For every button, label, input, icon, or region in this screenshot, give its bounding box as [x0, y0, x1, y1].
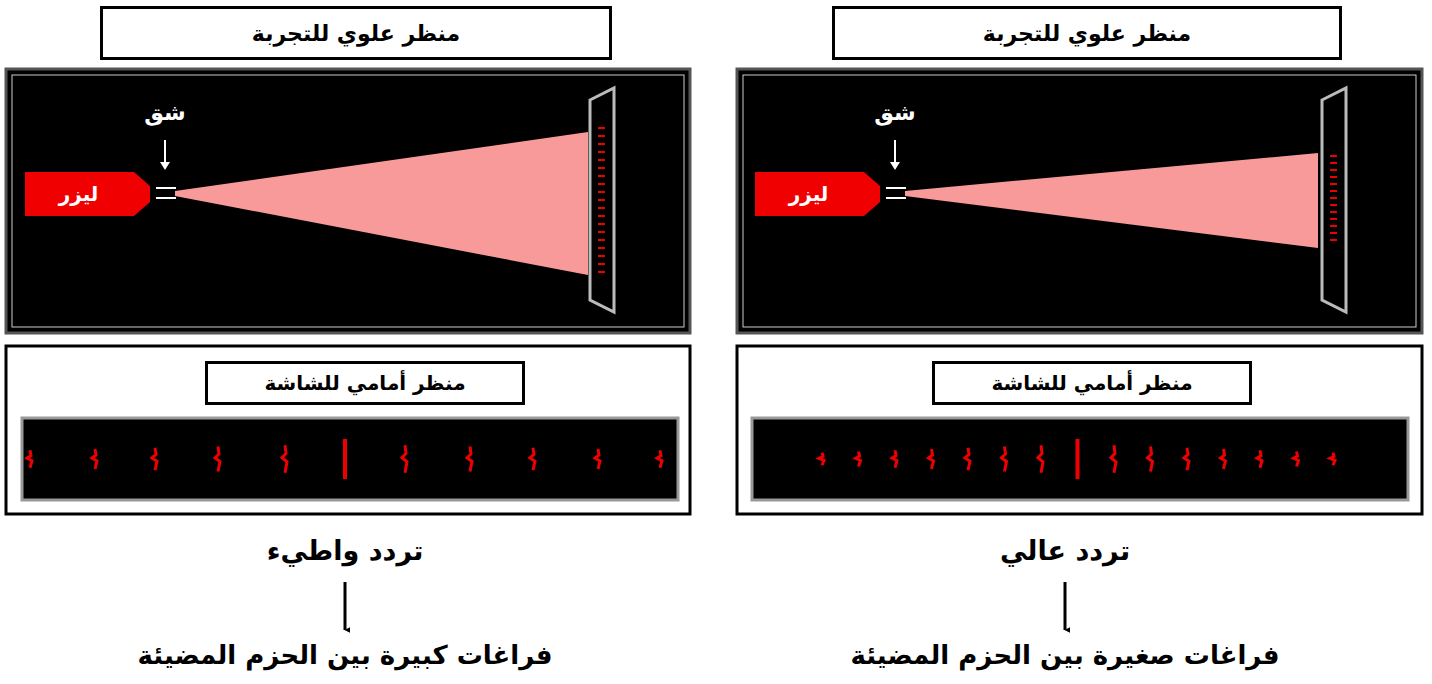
fringe-mark: [598, 183, 605, 185]
fringe-mark: [598, 271, 605, 273]
fringe-mark: [1148, 447, 1153, 472]
fringe-mark: [595, 449, 600, 469]
fringe-mark: [598, 255, 605, 257]
fringe-mark: [282, 445, 287, 473]
fringe-mark: [598, 231, 605, 233]
light-beam: [175, 132, 588, 275]
laser-label: ليزر: [789, 182, 829, 206]
fringe-mark: [402, 445, 407, 473]
front-view-panel: [737, 346, 1422, 514]
fringe-mark: [598, 207, 605, 209]
top-view-panel: [737, 69, 1422, 333]
fringe-mark: [1221, 449, 1226, 469]
laser-label: ليزر: [59, 182, 99, 206]
fringe-mark: [1330, 453, 1335, 466]
down-arrow: [1064, 582, 1067, 630]
fringe-mark: [598, 167, 605, 169]
fringe-mark: [1111, 445, 1116, 473]
fringe-mark: [1330, 197, 1337, 199]
screen-strip: [22, 418, 678, 500]
fringe-mark: [1330, 183, 1337, 185]
view-title: منظر أمامي للشاشة: [991, 371, 1192, 395]
fringe-mark: [598, 175, 605, 177]
down-arrow: [344, 582, 347, 630]
fringe-mark: [1330, 225, 1337, 227]
fringe-mark: [598, 223, 605, 225]
fringe-mark: [598, 127, 605, 129]
fringe-mark: [892, 450, 897, 468]
fringe-mark: [467, 447, 472, 472]
fringe-mark: [598, 151, 605, 153]
fringe-mark: [598, 239, 605, 241]
fringe-mark: [1330, 232, 1337, 234]
fringe-mark: [1038, 445, 1043, 473]
front-view-panel: [6, 346, 690, 514]
result-label: فراغات صغيرة بين الحزم المضيئة: [850, 640, 1279, 670]
result-label: فراغات كبيرة بين الحزم المضيئة: [138, 640, 553, 670]
slit: [886, 187, 906, 189]
fringe-mark: [1076, 439, 1080, 479]
fringe-mark: [1330, 169, 1337, 171]
screen: [1322, 88, 1346, 312]
slit: [156, 187, 176, 189]
fringe-mark: [856, 452, 861, 467]
title-box: منظر أمامي للشاشة: [205, 361, 525, 405]
slit-label: شق: [874, 100, 915, 125]
fringe-mark: [1330, 155, 1337, 157]
view-title: منظر علوي للتجربة: [252, 21, 460, 46]
view-title: منظر أمامي للشاشة: [264, 371, 465, 395]
fringe-mark: [598, 199, 605, 201]
fringe-mark: [92, 449, 97, 469]
fringe-mark: [598, 263, 605, 265]
fringe-mark: [1002, 447, 1007, 472]
fringe-mark: [598, 215, 605, 217]
laser-source: ليزر: [25, 172, 150, 216]
fringe-mark: [819, 453, 824, 466]
top-view-panel: [6, 69, 690, 333]
fringe-mark: [343, 439, 347, 479]
fringe-mark: [1330, 239, 1337, 241]
frequency-label: تردد عالي: [1000, 535, 1130, 566]
title-box: منظر علوي للتجربة: [832, 6, 1342, 60]
fringe-mark: [152, 448, 157, 471]
fringe-mark: [1330, 218, 1337, 220]
fringe-mark: [1330, 176, 1337, 178]
title-box: منظر أمامي للشاشة: [932, 361, 1252, 405]
fringe-mark: [657, 450, 662, 468]
view-title: منظر علوي للتجربة: [983, 21, 1191, 46]
fringe-mark: [1330, 204, 1337, 206]
fringe-mark: [530, 448, 535, 471]
laser-source: ليزر: [755, 172, 880, 216]
fringe-mark: [598, 247, 605, 249]
fringe-mark: [1330, 190, 1337, 192]
fringe-mark: [215, 447, 220, 472]
screen-strip: [752, 418, 1408, 500]
title-box: منظر علوي للتجربة: [100, 6, 612, 60]
frequency-label: تردد واطيء: [267, 535, 424, 566]
screen: [590, 88, 614, 312]
fringe-mark: [1330, 162, 1337, 164]
fringe-mark: [598, 143, 605, 145]
fringe-mark: [1184, 448, 1189, 471]
fringe-mark: [929, 449, 934, 469]
light-beam: [905, 153, 1318, 248]
fringe-mark: [1330, 211, 1337, 213]
fringe-mark: [598, 159, 605, 161]
fringe-mark: [598, 135, 605, 137]
fringe-mark: [1294, 452, 1299, 467]
fringe-mark: [965, 448, 970, 471]
fringe-mark: [1257, 450, 1262, 468]
fringe-mark: [598, 191, 605, 193]
fringe-mark: [27, 450, 32, 468]
slit-label: شق: [144, 100, 185, 125]
